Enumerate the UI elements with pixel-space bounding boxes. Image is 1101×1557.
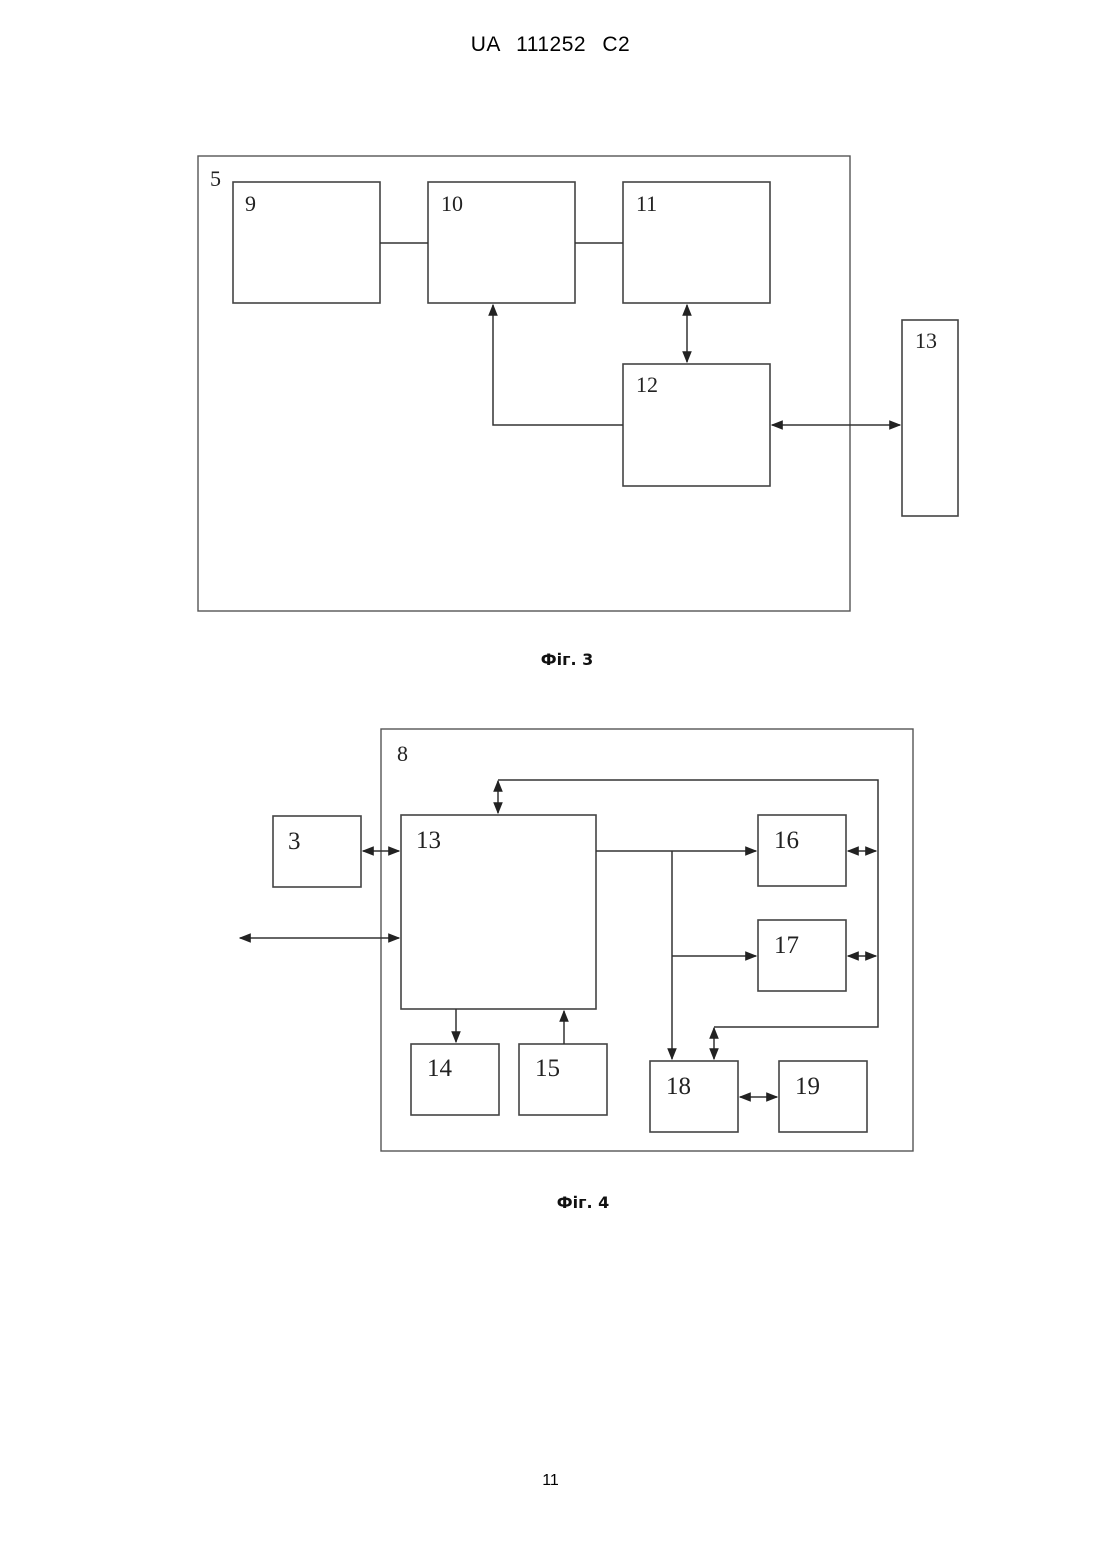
block-9-label: 9 [245,191,256,216]
block-19-label: 19 [795,1073,820,1100]
block-19 [779,1061,867,1132]
block-16 [758,815,846,886]
bus-line [498,780,878,1027]
block-15 [519,1044,607,1115]
block-12-label: 12 [636,372,658,397]
block-13-external-label: 13 [915,328,937,353]
block-18-label: 18 [666,1073,691,1100]
block-3-label: 3 [288,828,301,855]
block-15-label: 15 [535,1055,560,1082]
block-18 [650,1061,738,1132]
figure-3-caption: Фіг. 3 [541,650,594,669]
block-14 [411,1044,499,1115]
block-5-label: 5 [210,166,221,191]
block-3 [273,816,361,887]
block-17 [758,920,846,991]
block-17-label: 17 [774,932,799,959]
figure-4: 8 3 13 14 15 16 17 18 19 Фіг. 4 [240,729,913,1212]
block-16-label: 16 [774,827,799,854]
link-12-10 [493,305,623,425]
page-number: 11 [0,1472,1101,1490]
block-8-label: 8 [397,741,408,766]
block-14-label: 14 [427,1055,453,1082]
block-13-label: 13 [416,827,441,854]
block-8-container [381,729,913,1151]
figure-4-caption: Фіг. 4 [557,1193,610,1212]
figure-3: 5 9 10 11 12 13 Фіг. 3 [198,156,958,669]
block-10-label: 10 [441,191,463,216]
block-11-label: 11 [636,191,657,216]
block-5-container [198,156,850,611]
